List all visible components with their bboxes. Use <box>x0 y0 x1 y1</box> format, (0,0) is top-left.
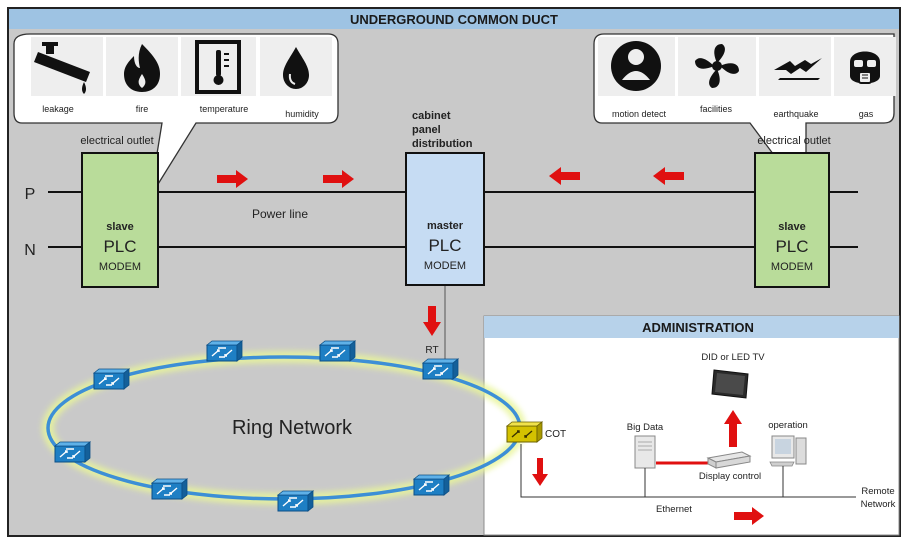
left-outlet-label: electrical outlet <box>80 135 153 147</box>
tv-icon <box>711 369 749 399</box>
gas-sensor: gas <box>834 37 896 119</box>
right-outlet-label: electrical outlet <box>757 135 830 147</box>
earthquake-label: earthquake <box>773 109 818 119</box>
administration-panel <box>483 315 900 536</box>
master-plc-modem: master PLC MODEM <box>405 152 485 286</box>
facilities-sensor: facilities <box>678 37 756 114</box>
remote-network-label-line2: Network <box>861 499 896 510</box>
cabinet-label-line3: distribution <box>412 138 473 150</box>
arrow-right-1 <box>217 170 248 188</box>
ring-router-icon <box>151 478 188 500</box>
workstation-icon <box>769 435 807 467</box>
right-modem-role: slave <box>778 221 806 233</box>
left-modem-role: slave <box>106 221 134 233</box>
humidity-sensor: humidity <box>260 37 332 119</box>
arrow-down-cot <box>532 458 548 486</box>
tv-label: DID or LED TV <box>701 352 765 363</box>
arrow-up-display <box>724 410 742 447</box>
right-slave-plc-modem: slave PLC MODEM <box>754 152 830 288</box>
power-line-label: Power line <box>252 207 308 221</box>
arrow-left-2 <box>653 167 684 185</box>
arrow-down-master <box>423 306 441 336</box>
fire-label: fire <box>136 104 149 114</box>
power-flow-arrows <box>217 167 684 188</box>
ring-router-icon <box>277 490 314 512</box>
master-modem-sub: MODEM <box>424 260 466 272</box>
n-line-label: N <box>24 242 36 259</box>
arrow-left-1 <box>549 167 580 185</box>
ring-router-icon <box>413 474 450 496</box>
ring-router-icon <box>206 340 243 362</box>
gas-label: gas <box>859 109 874 119</box>
ethernet-label: Ethernet <box>656 504 692 515</box>
facilities-label: facilities <box>700 104 733 114</box>
ring-router-icon <box>319 340 356 362</box>
administration-title: ADMINISTRATION <box>642 320 754 335</box>
administration-header <box>484 316 899 338</box>
operation-label: operation <box>768 420 808 431</box>
arrow-right-2 <box>323 170 354 188</box>
header-bar <box>9 9 899 29</box>
arrow-right-ethernet <box>734 507 764 525</box>
big-data-label: Big Data <box>627 422 664 433</box>
motion-detect-sensor: motion detect <box>598 37 675 119</box>
cabinet-label-line1: cabinet <box>412 110 451 122</box>
leakage-icon <box>34 42 90 94</box>
temperature-sensor: temperature <box>181 37 256 114</box>
p-line-label: P <box>25 186 36 203</box>
right-modem-name: PLC <box>775 237 808 256</box>
master-modem-name: PLC <box>428 236 461 255</box>
motion-detect-icon <box>611 41 661 91</box>
gas-icon <box>850 51 880 84</box>
cot-label: COT <box>545 429 566 440</box>
cot-router-icon <box>505 421 544 443</box>
display-control-label: Display control <box>699 471 761 482</box>
motion-detect-label: motion detect <box>612 109 667 119</box>
fire-icon <box>124 44 160 92</box>
ethernet-bus <box>520 444 856 498</box>
right-modem-sub: MODEM <box>771 261 813 273</box>
master-modem-role: master <box>427 220 464 232</box>
ring-router-icon <box>93 368 130 390</box>
left-slave-plc-modem: slave PLC MODEM <box>81 152 159 288</box>
earthquake-sensor: earthquake <box>759 37 831 119</box>
remote-network-label-line1: Remote <box>861 486 894 497</box>
left-modem-sub: MODEM <box>99 261 141 273</box>
left-modem-name: PLC <box>103 237 136 256</box>
display-control-icon <box>706 451 752 469</box>
humidity-label: humidity <box>285 109 319 119</box>
rt-label: RT <box>425 345 438 356</box>
leakage-label: leakage <box>42 104 74 114</box>
earthquake-icon <box>774 58 822 80</box>
fire-sensor: fire <box>106 37 178 114</box>
temperature-label: temperature <box>200 104 249 114</box>
ring-network-label: Ring Network <box>232 417 353 439</box>
cabinet-label-line2: panel <box>412 124 441 136</box>
rt-router-icon <box>422 358 459 380</box>
leakage-sensor: leakage <box>31 37 103 114</box>
temperature-icon <box>195 40 241 94</box>
ring-router-icon <box>54 441 91 463</box>
header-title: UNDERGROUND COMMON DUCT <box>350 12 558 27</box>
facilities-icon <box>695 44 739 88</box>
server-icon <box>634 435 656 469</box>
